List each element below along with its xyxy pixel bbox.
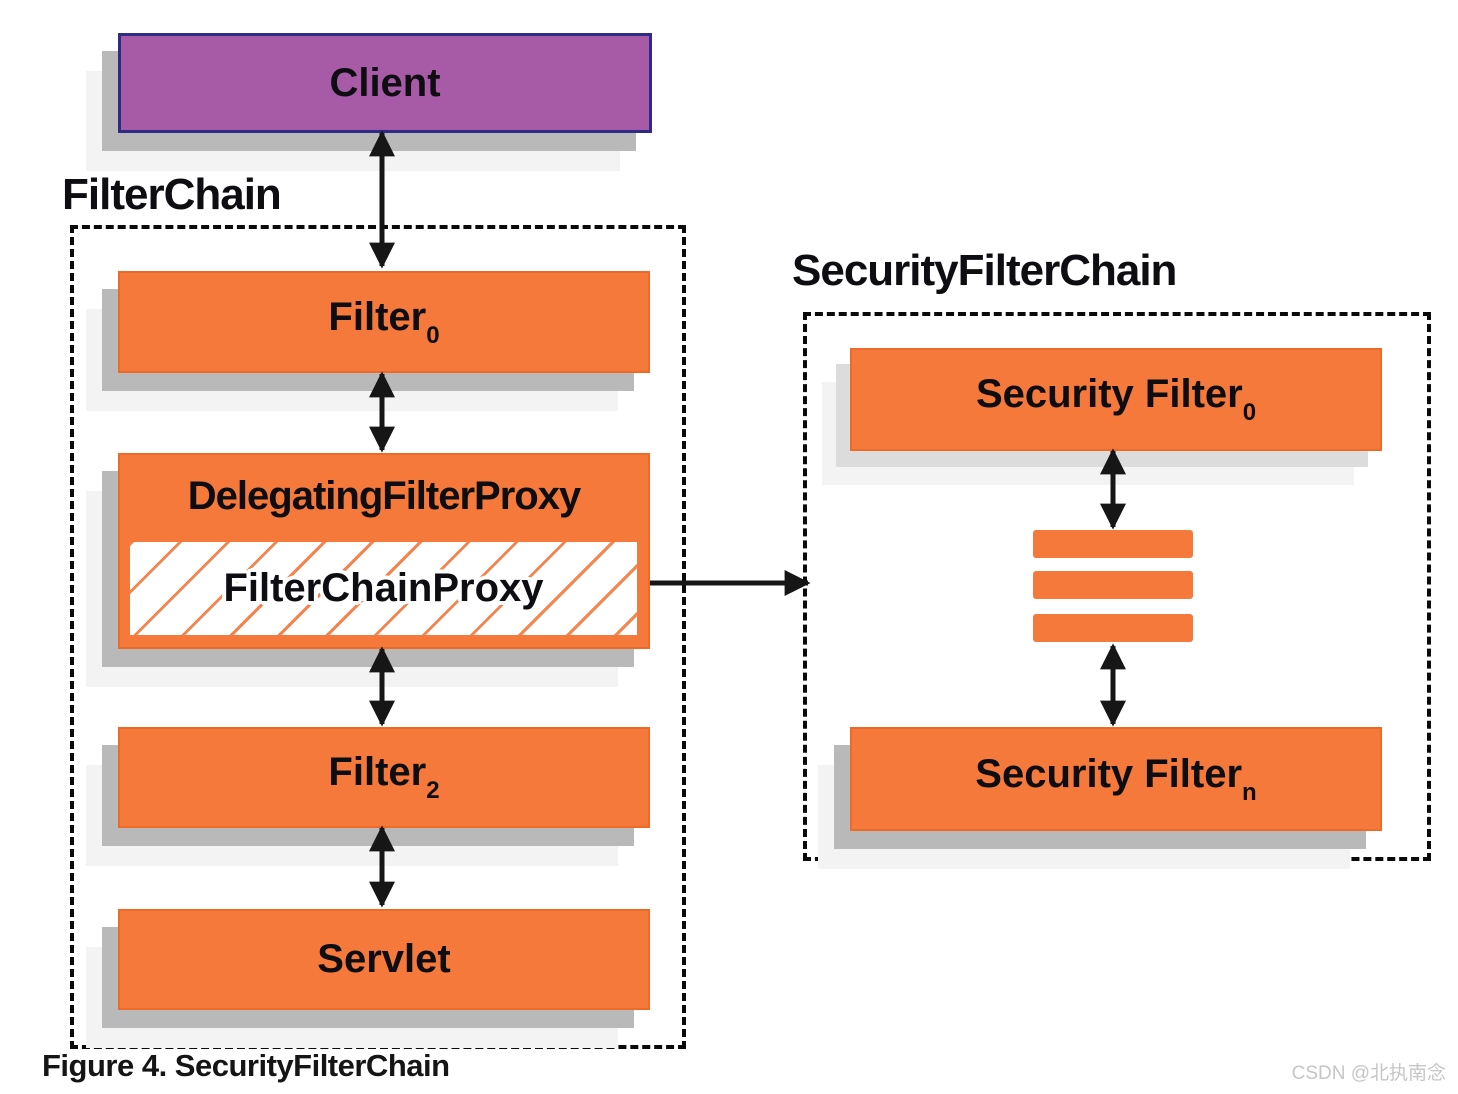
filter-chain-proxy-box: FilterChainProxy <box>127 539 640 638</box>
delegating-filter-proxy-label: DelegatingFilterProxy <box>187 474 581 518</box>
figure-caption: Figure 4. SecurityFilterChain <box>42 1048 450 1083</box>
servlet-box: Servlet <box>118 909 650 1010</box>
security-filter0-box: Security Filter0 <box>850 348 1382 451</box>
watermark: CSDN @北执南念 <box>1291 1063 1446 1084</box>
servlet-label: Servlet <box>317 937 451 981</box>
filter0-box: Filter0 <box>118 271 650 373</box>
securityfilterchain-title: SecurityFilterChain <box>792 246 1177 295</box>
security-filtern-label: Security Filtern <box>975 751 1257 806</box>
client-label: Client <box>329 60 441 105</box>
filter2-box: Filter2 <box>118 727 650 828</box>
security-filter0-label: Security Filter0 <box>975 372 1257 426</box>
security-filter-ellipsis-bar-1 <box>1033 530 1193 558</box>
filter-chain-proxy-label: FilterChainProxy <box>223 566 544 610</box>
security-filter-ellipsis-bar-2 <box>1033 571 1193 599</box>
filter0-label: Filter0 <box>328 294 440 349</box>
delegating-filter-proxy-box: DelegatingFilterProxy FilterChainProxy <box>118 453 650 649</box>
filterchain-title: FilterChain <box>62 170 282 219</box>
filter2-label: Filter2 <box>328 750 440 804</box>
client-box: Client <box>118 33 652 133</box>
security-filter-ellipsis-bar-3 <box>1033 614 1193 642</box>
security-filtern-box: Security Filtern <box>850 727 1382 831</box>
